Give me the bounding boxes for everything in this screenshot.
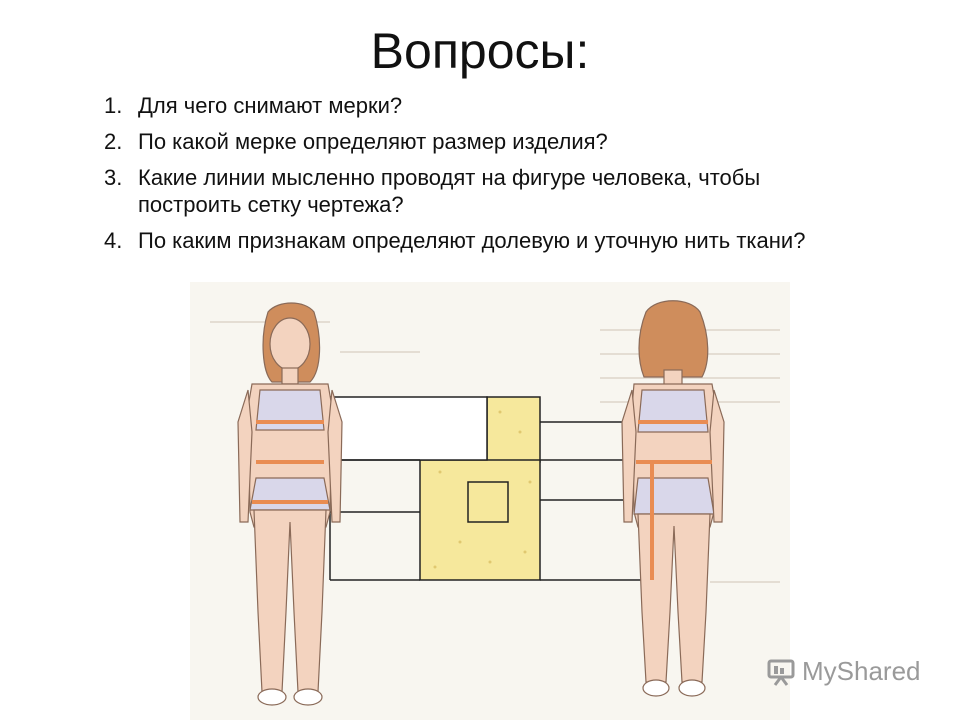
measurement-illustration — [190, 282, 790, 720]
watermark: MyShared — [766, 656, 921, 687]
question-number: 1. — [104, 93, 123, 118]
question-text: Для чего снимают мерки? — [138, 93, 403, 118]
question-item: 4. По каким признакам определяют долевую … — [104, 227, 844, 254]
question-number: 3. — [104, 165, 123, 190]
watermark-text: MyShared — [802, 656, 921, 686]
back-figure — [621, 300, 725, 697]
question-text: Какие линии мысленно проводят на фигуре … — [138, 165, 761, 217]
front-measuring-tape — [252, 420, 328, 504]
question-number: 2. — [104, 129, 123, 154]
questions-list: 1. Для чего снимают мерки? 2. По какой мер… — [104, 92, 844, 263]
question-item: 3. Какие линии мысленно проводят на фигур… — [104, 164, 844, 218]
back-measuring-tape — [636, 420, 712, 580]
question-number: 4. — [104, 228, 123, 253]
pattern-grid — [329, 396, 655, 581]
question-text: По каким признакам определяют долевую и … — [138, 228, 806, 253]
question-item: 2. По какой мерке определяют размер издел… — [104, 128, 844, 155]
page-title: Вопросы: — [370, 23, 590, 79]
question-text: По какой мерке определяют размер изделия… — [138, 129, 608, 154]
presentation-board-icon — [767, 659, 795, 686]
question-item: 1. Для чего снимают мерки? — [104, 92, 844, 119]
